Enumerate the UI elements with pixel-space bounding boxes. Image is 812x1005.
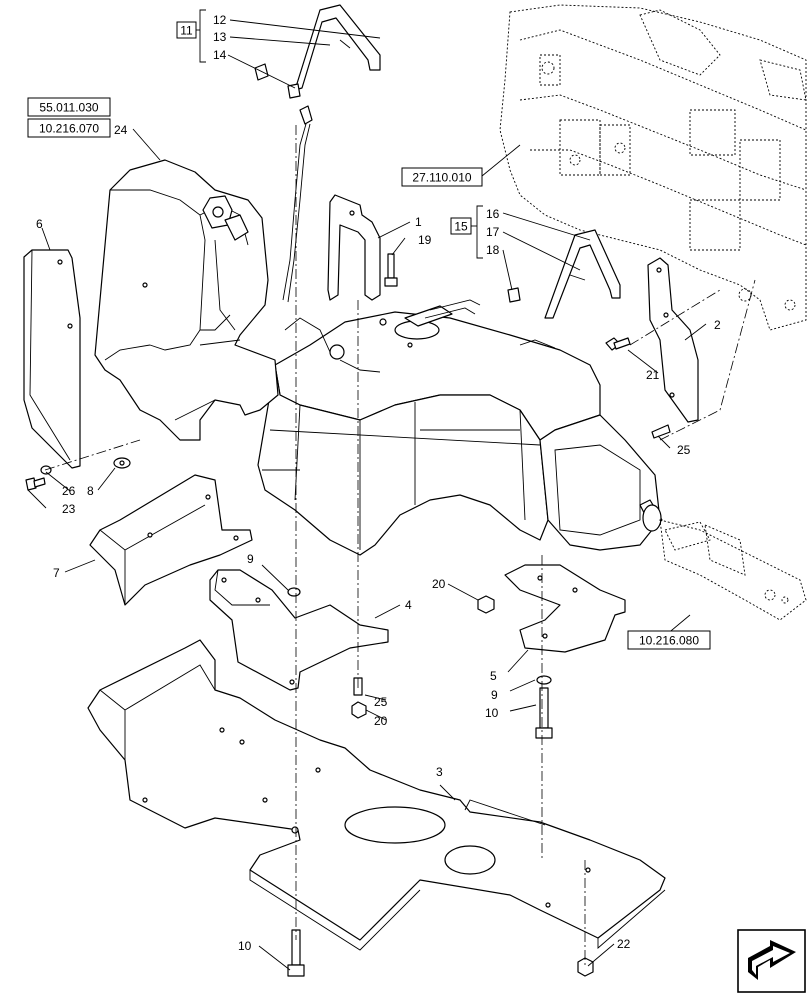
svg-text:10.216.070: 10.216.070 (39, 122, 99, 136)
strap-12 (294, 4, 381, 91)
floor-plate-3 (87, 639, 666, 951)
sensor-harness (282, 105, 313, 303)
bolt-10-bottom (287, 929, 305, 977)
callout-17: 17 (486, 225, 500, 239)
callout-25-right: 25 (677, 443, 691, 457)
group-bracket-15: 15 (450, 205, 483, 259)
bracket-1 (327, 194, 381, 301)
callout-14: 14 (213, 48, 227, 62)
fuel-tank (257, 299, 663, 556)
group-label-15: 15 (454, 220, 468, 234)
callout-3: 3 (436, 765, 443, 779)
nut-20-lower (351, 701, 367, 719)
bracket-7 (89, 474, 253, 606)
callout-8: 8 (87, 484, 94, 498)
bolt-23 (25, 477, 46, 491)
leader-lines (27, 19, 707, 971)
callout-4: 4 (405, 598, 412, 612)
callout-23: 23 (62, 502, 76, 516)
hose-assembly (659, 519, 807, 621)
group-bracket-11: 11 (176, 9, 206, 63)
battery-cover (94, 159, 279, 441)
callout-7: 7 (53, 566, 60, 580)
svg-text:10.216.080: 10.216.080 (639, 634, 699, 648)
callout-26: 26 (62, 484, 76, 498)
bracket-5 (504, 564, 626, 653)
callout-9-right: 9 (491, 688, 498, 702)
callout-20-mid: 20 (432, 577, 446, 591)
callout-22: 22 (617, 937, 631, 951)
assembly-axes (44, 125, 756, 965)
bracket-2 (647, 257, 699, 423)
callout-labels: 12 13 14 24 16 17 18 1 19 6 2 21 25 26 8… (36, 13, 721, 953)
nut-22-bottom (577, 957, 594, 977)
strap-16 (507, 229, 621, 319)
bolt-10-right (535, 687, 553, 739)
callout-16: 16 (486, 207, 500, 221)
washer-9-mid (287, 587, 301, 597)
transmission-housing (499, 4, 807, 331)
callout-18: 18 (486, 243, 500, 257)
arrow-navigation-icon[interactable] (737, 929, 806, 993)
bolt-19 (384, 253, 398, 287)
reference-box-27-110-010[interactable]: 27.110.010 (401, 167, 483, 187)
callout-1: 1 (415, 215, 422, 229)
callout-19: 19 (418, 233, 432, 247)
reference-box-10-216-080[interactable]: 10.216.080 (627, 630, 711, 650)
bolt-21 (605, 337, 631, 351)
reference-box-10-216-070[interactable]: 10.216.070 (27, 118, 111, 138)
callout-6: 6 (36, 217, 43, 231)
bolt-14 (254, 63, 301, 99)
callout-10-right: 10 (485, 706, 499, 720)
clip-8 (113, 457, 131, 469)
reference-box-55-011-030[interactable]: 55.011.030 (27, 97, 111, 117)
callout-21: 21 (646, 368, 660, 382)
callout-2: 2 (714, 318, 721, 332)
callout-10-bottom: 10 (238, 939, 252, 953)
stud-25-right (651, 424, 671, 439)
nut-20-mid (477, 595, 495, 614)
callout-20-lower: 20 (374, 714, 388, 728)
bracket-4 (209, 569, 389, 691)
callout-12: 12 (213, 13, 227, 27)
shield-6 (23, 249, 81, 469)
group-label-11: 11 (180, 24, 193, 38)
callout-9-mid: 9 (247, 552, 254, 566)
svg-text:55.011.030: 55.011.030 (39, 101, 98, 115)
callout-13: 13 (213, 30, 227, 44)
callout-5: 5 (490, 669, 497, 683)
washer-9-right (536, 675, 552, 685)
svg-text:27.110.010: 27.110.010 (412, 171, 471, 185)
callout-25-lower: 25 (374, 695, 388, 709)
callout-24: 24 (114, 123, 128, 137)
